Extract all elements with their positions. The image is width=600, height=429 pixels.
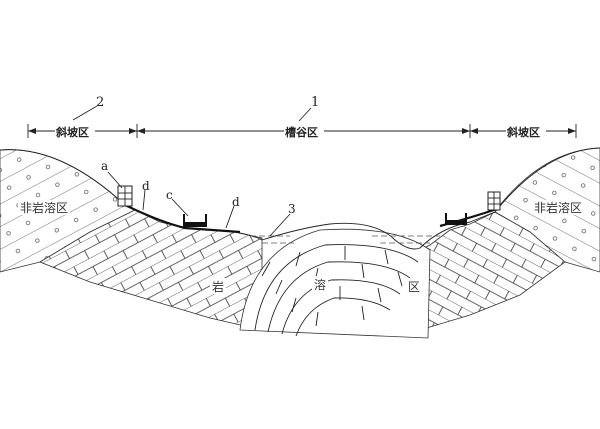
non-karst-zone-left-label: 非岩溶区 <box>20 200 68 215</box>
callout-3: 3 <box>288 202 296 216</box>
callout-d-right: d <box>232 195 240 209</box>
callout-leaders <box>107 171 291 237</box>
trough-valley-zone-label: 槽谷区 <box>285 125 318 139</box>
karst-zone-label-char-2: 溶 <box>314 277 326 292</box>
callout-a: a <box>101 159 108 173</box>
dim-label-bg-mid <box>284 124 324 139</box>
culvert-c-right <box>445 213 467 225</box>
dim-label-bg-right <box>506 124 546 139</box>
dimension-number-2: 2 <box>96 95 104 110</box>
dimension-number-1: 1 <box>311 95 319 110</box>
drainage-liner-left <box>124 204 241 234</box>
callout-d-left: d <box>142 179 150 193</box>
karst-label-bg-1 <box>210 278 226 294</box>
karst-label-bg-3 <box>406 278 422 294</box>
karst-label-bg-2 <box>312 276 328 292</box>
karst-bedrock-right <box>419 211 566 331</box>
karst-zone-label-char-3: 区 <box>408 280 420 294</box>
culvert-c-left <box>183 214 207 227</box>
structure-a-left <box>117 185 133 207</box>
label-bg-left <box>18 200 70 215</box>
karst-bedrock-arch <box>239 228 431 339</box>
label-bg-right <box>532 200 584 215</box>
karst-zone-label-char-1: 岩 <box>212 279 224 294</box>
callout-c: c <box>166 188 173 202</box>
non-karst-zone-right-label: 非岩溶区 <box>534 200 582 215</box>
dim-label-bg-left <box>55 124 95 139</box>
slope-zone-right-label: 斜坡区 <box>506 125 540 139</box>
structure-a-right <box>487 191 501 211</box>
slope-zone-left-label: 斜坡区 <box>55 125 89 139</box>
